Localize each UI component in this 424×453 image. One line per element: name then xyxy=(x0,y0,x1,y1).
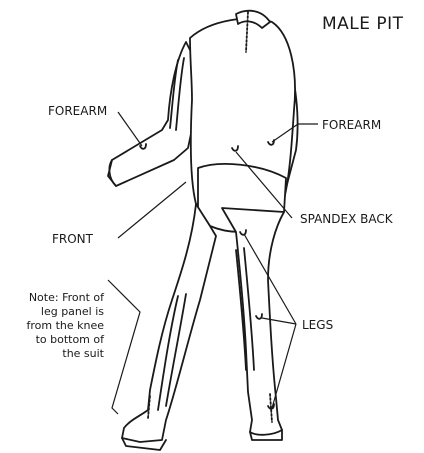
note-line: Note: Front of xyxy=(8,291,104,305)
leader-legs-3 xyxy=(272,324,296,408)
leader-forearm-left xyxy=(118,112,142,146)
note-line: the suit xyxy=(8,347,104,361)
label-front: FRONT xyxy=(52,232,93,246)
diagram-title: MALE PIT xyxy=(322,14,404,34)
label-legs: LEGS xyxy=(302,318,333,332)
note-line: to bottom of xyxy=(8,333,104,347)
note-line: leg panel is xyxy=(8,305,104,319)
note-text: Note: Front of leg panel is from the kne… xyxy=(8,291,104,361)
label-forearm-left: FOREARM xyxy=(48,104,107,118)
label-spandex-back: SPANDEX BACK xyxy=(300,212,393,226)
label-forearm-right: FOREARM xyxy=(322,118,381,132)
left-leg xyxy=(122,204,216,442)
note-line: from the knee xyxy=(8,319,104,333)
note-bracket xyxy=(108,280,140,414)
left-arm xyxy=(108,42,200,186)
right-leg xyxy=(222,208,284,435)
leader-front xyxy=(118,182,186,238)
